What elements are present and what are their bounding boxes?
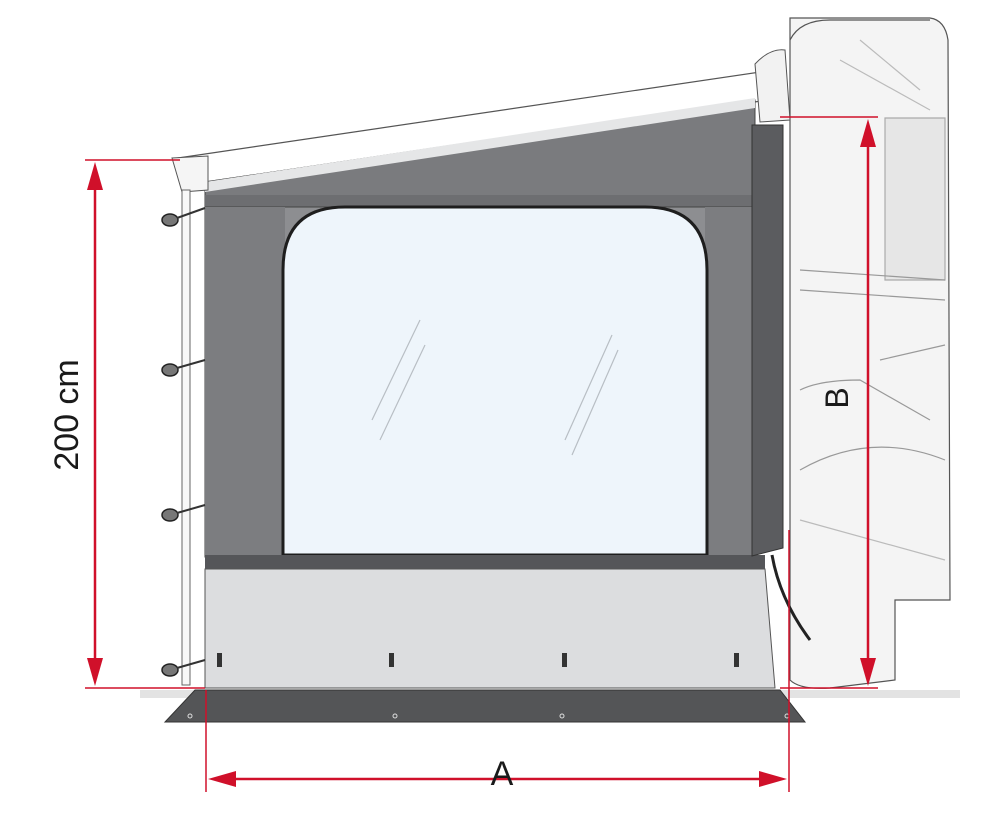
a-arrow-left: [208, 771, 236, 787]
left-pole: [161, 189, 206, 686]
panel-upper-band: [205, 195, 755, 207]
vehicle-line-3: [879, 344, 946, 361]
groundsheet: [163, 689, 807, 723]
roof-rail-light: [205, 98, 755, 192]
b-arrow-top: [860, 119, 876, 147]
strap-2: [161, 363, 179, 377]
panel-left-column: [205, 207, 285, 557]
vehicle: [789, 17, 951, 689]
vehicle-sketch-3: [799, 519, 946, 561]
vehicle-sketch-1: [839, 59, 931, 111]
strap-3: [161, 508, 179, 522]
corner-cord: [770, 554, 812, 641]
a-label: A: [491, 755, 514, 793]
panel-right-column: [705, 207, 755, 557]
panel-window: [281, 205, 709, 557]
left-rail-end: [171, 155, 209, 193]
vehicle-line-4: [799, 379, 931, 421]
skirt-pegs: [217, 653, 739, 667]
awning-case: [754, 49, 791, 123]
pole: [181, 189, 191, 686]
vehicle-height-dimension: [780, 116, 878, 689]
window-glare: [371, 319, 619, 456]
panel-lower-strip: [205, 555, 765, 569]
vehicle-top-curve: [789, 19, 930, 41]
height-dimension: [85, 159, 205, 689]
awning-roof: [171, 49, 791, 209]
vehicle-window: [884, 117, 946, 281]
height-arrow-bottom: [87, 658, 103, 686]
strap-lines: [176, 207, 206, 669]
panel-skirt: [204, 568, 776, 689]
strap-4: [161, 663, 179, 677]
vehicle-sketch-2: [859, 39, 921, 91]
tensioner-straps: [161, 213, 179, 677]
side-panel: [204, 124, 812, 689]
height-arrow-top: [87, 162, 103, 190]
vehicle-wheel-arch: [799, 446, 946, 471]
vehicle-line-2: [799, 289, 946, 301]
groundsheet-eyelets: [187, 713, 790, 719]
vehicle-line-1: [799, 269, 946, 281]
height-label: 200 cm: [48, 359, 86, 471]
side-flap: [751, 124, 784, 557]
b-label: B: [819, 387, 855, 408]
b-arrow-bottom: [860, 658, 876, 686]
width-dimension: [205, 530, 790, 792]
strap-1: [161, 213, 179, 227]
a-arrow-right: [759, 771, 787, 787]
